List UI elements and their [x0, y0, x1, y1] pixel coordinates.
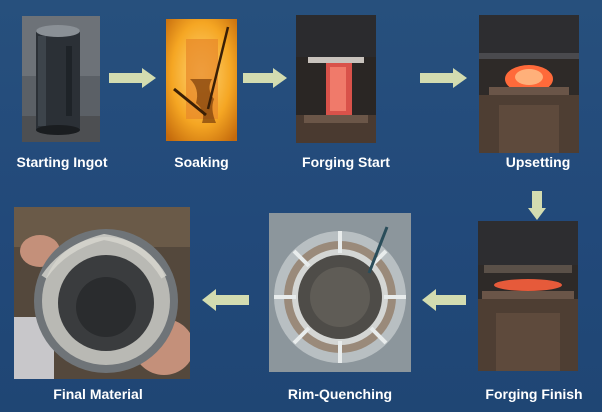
photo-soaking: [166, 19, 237, 141]
label-starting-ingot: Starting Ingot: [16, 154, 108, 170]
photo-final-material: [14, 207, 190, 379]
photo-starting-ingot: [22, 16, 100, 142]
arrow-1: [109, 68, 156, 88]
arrow-2: [243, 68, 287, 88]
arrow-4: [528, 191, 546, 220]
label-final-material: Final Material: [53, 386, 143, 402]
photo-rim-quenching: [269, 213, 411, 372]
label-rim-quenching: Rim-Quenching: [287, 386, 393, 402]
photo-forging-start: [296, 15, 376, 143]
label-upsetting: Upsetting: [505, 154, 571, 170]
arrow-3: [420, 68, 467, 88]
photo-upsetting: [479, 15, 579, 153]
label-soaking: Soaking: [174, 154, 229, 170]
arrow-5: [422, 289, 466, 311]
arrow-6: [202, 289, 249, 311]
photo-forging-finish: [478, 221, 578, 371]
label-forging-start: Forging Start: [302, 154, 390, 170]
label-forging-finish: Forging Finish: [485, 386, 583, 402]
